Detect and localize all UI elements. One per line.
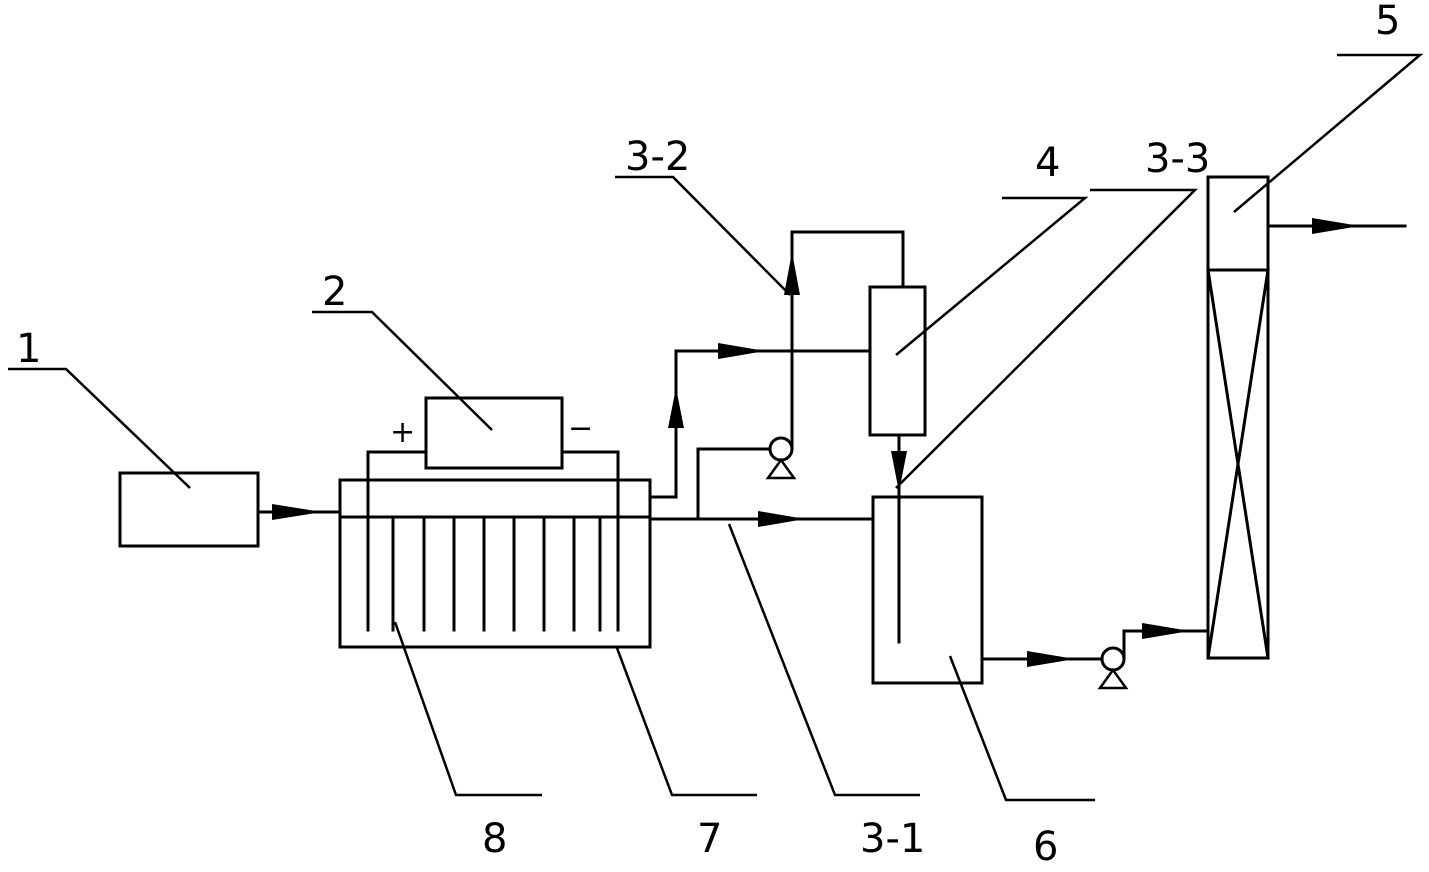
unit-1-box: [118, 471, 260, 548]
pipe-branch-to-pump: [696, 447, 772, 521]
arrow-4-to-6: [891, 451, 907, 492]
label-3-3: 3-3: [1145, 136, 1210, 182]
label-3-1: 3-1: [860, 816, 925, 862]
tower-5-packing: [1206, 268, 1270, 660]
tank-6: [871, 495, 984, 685]
label-3-2: 3-2: [625, 134, 690, 180]
positive-sign: +: [390, 415, 415, 450]
pump-upper: [765, 436, 797, 480]
arrow-gas-right: [718, 343, 765, 359]
arrow-1-to-7: [272, 504, 322, 520]
leader-lines: [8, 53, 1424, 802]
arrow-pump-to-5: [1142, 623, 1190, 639]
pump-lower: [1097, 646, 1129, 690]
arrow-3-1: [758, 511, 805, 527]
pipe-pump-to-5: [1122, 629, 1210, 661]
label-2: 2: [322, 269, 347, 315]
label-4: 4: [1035, 140, 1060, 186]
arrow-6-to-pump: [1027, 651, 1075, 667]
electrode-array-8: [366, 450, 620, 632]
tower-5: [1206, 175, 1270, 660]
arrow-outlet-5: [1312, 218, 1360, 234]
arrow-3-2: [784, 252, 800, 295]
electrolysis-tank-7: [338, 478, 652, 649]
pipe-3-2: [790, 230, 905, 451]
unit-4-column: [868, 285, 927, 437]
label-7: 7: [697, 816, 722, 862]
negative-sign: −: [568, 411, 593, 446]
label-1: 1: [16, 326, 41, 372]
power-supply-2: [424, 396, 564, 470]
label-5: 5: [1375, 0, 1400, 44]
arrow-gas-up: [668, 388, 684, 428]
label-6: 6: [1033, 824, 1058, 870]
label-8: 8: [482, 816, 507, 862]
